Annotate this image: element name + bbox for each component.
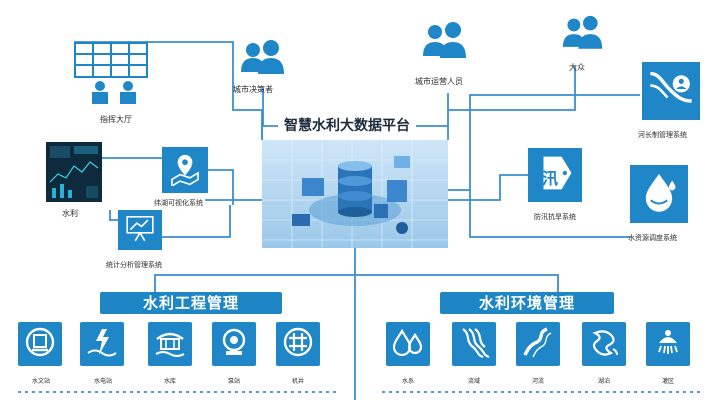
map-pin-tile [162,147,208,193]
engineering-item: 水文站 [18,322,68,392]
environment-item-label: 流域 [468,378,481,385]
water-system-tile [386,322,430,366]
water-drops-icon [391,325,425,363]
water-dispatch-tile [630,165,688,223]
flood-tag-text: 汛 [542,169,559,188]
user-city-operators: 城市运营人员 [415,20,485,92]
river-person-icon [647,65,695,117]
stats-node: 统计分析管理系统 [106,210,186,272]
environment-item: 灌区 [646,322,696,392]
hydropower-station-icon [85,325,119,363]
well-icon [281,325,315,363]
user-label: 城市决策者 [233,85,273,94]
engineering-item-label: 水文站 [32,378,51,385]
flood-control-tile: 汛 [528,148,582,202]
watershed-tile [452,322,496,366]
map-pin-icon [167,150,203,190]
presentation-chart-icon [122,212,158,248]
river-icon [521,325,555,363]
command-hall-icon [72,42,152,112]
environment-item: 河流 [516,322,566,392]
irrigation-tile [646,322,690,366]
flood-control-label: 防汛抗旱系统 [534,213,576,221]
engineering-item: 泵站 [212,322,262,392]
water-screen-label: 水利 [62,209,78,218]
stats-tile [118,210,162,250]
environment-item: 湖泊 [582,322,632,392]
flood-tag-icon [532,150,578,200]
engineering-item-label: 水库 [164,378,177,385]
stats-label: 统计分析管理系统 [106,261,162,269]
pump-station-tile [212,322,256,366]
user-public: 大众 [555,14,615,74]
reservoir-icon [153,325,187,363]
water-drop-icon [636,169,682,219]
river-chief-label: 河长制管理系统 [638,131,687,139]
engineering-item: 机井 [276,322,326,392]
engineering-section-title: 水利工程管理 [100,292,282,314]
reservoir-tile [148,322,192,366]
platform-image [262,140,448,248]
people-group-icon [555,15,611,60]
dashboard-screen-thumbnail [46,142,102,202]
pump-station-icon [217,325,251,363]
environment-item: 水系 [386,322,436,392]
hydrology-station-icon [23,325,57,363]
river-tile [516,322,560,366]
environment-item-label: 水系 [402,378,415,385]
hydropower-station-tile [80,322,124,366]
people-group-icon [415,22,475,70]
lake-icon [587,325,621,363]
command-hall-label: 指挥大厅 [100,115,132,124]
well-tile [276,322,320,366]
watershed-icon [457,325,491,363]
user-city-decision-makers: 城市决策者 [233,38,293,98]
river-chief-node: 河长制管理系统 [636,62,710,142]
river-chief-tile [642,62,700,120]
engineering-item-label: 机井 [292,378,305,385]
command-hall-node: 指挥大厅 [72,40,152,124]
flood-visual-label: 纬湖可视化系统 [154,199,203,207]
lake-tile [582,322,626,366]
engineering-item-label: 泵站 [228,378,241,385]
engineering-item: 水电站 [80,322,130,392]
flood-visual-node: 纬湖可视化系统 [154,147,232,211]
water-dispatch-label: 水资源调度系统 [628,234,677,242]
hydrology-station-tile [18,322,62,366]
user-label: 大众 [569,63,585,72]
engineering-item-label: 水电站 [94,378,113,385]
platform-title: 智慧水利大数据平台 [278,115,416,135]
engineering-item: 水库 [148,322,198,392]
user-label: 城市运营人员 [415,77,463,86]
water-dispatch-node: 水资源调度系统 [628,165,710,247]
environment-item: 流域 [452,322,502,392]
environment-item-label: 灌区 [662,378,675,385]
environment-section-title: 水利环境管理 [440,292,614,314]
water-screen-node: 水利 [46,142,106,222]
environment-item-label: 河流 [532,378,545,385]
environment-item-label: 湖泊 [598,378,611,385]
irrigation-icon [651,325,685,363]
people-group-icon [233,40,293,86]
flood-control-node: 汛 防汛抗旱系统 [526,148,596,226]
